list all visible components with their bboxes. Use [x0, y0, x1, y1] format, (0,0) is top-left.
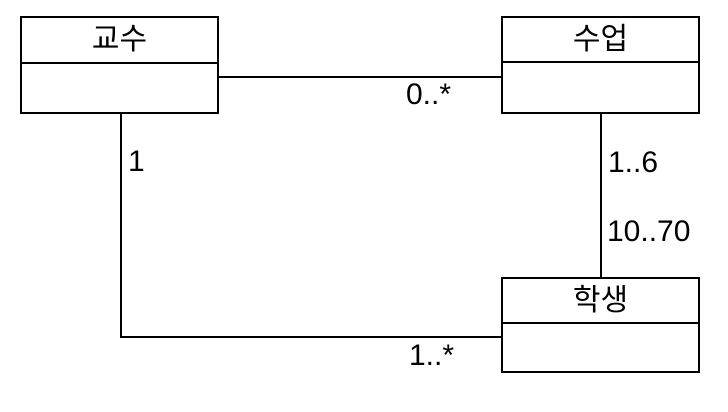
class-box-class: 수업: [501, 16, 700, 114]
multiplicity-label-class-student-upper: 1..6: [608, 146, 659, 179]
class-box-student: 학생: [501, 277, 700, 373]
association-line-professor-student-vertical: [120, 114, 122, 338]
association-line-professor-student-horizontal: [120, 336, 501, 338]
class-box-professor: 교수: [20, 16, 219, 114]
multiplicity-label-professor-class: 0..*: [406, 78, 452, 111]
class-attributes-class: [503, 63, 698, 112]
class-name-student: 학생: [503, 279, 698, 324]
multiplicity-label-professor-end: 1: [128, 145, 145, 178]
association-line-professor-class: [219, 76, 501, 78]
association-line-class-student: [600, 114, 602, 277]
class-attributes-professor: [22, 64, 217, 112]
multiplicity-label-class-student-lower: 10..70: [607, 215, 691, 248]
class-attributes-student: [503, 324, 698, 371]
multiplicity-label-student-end: 1..*: [409, 339, 455, 372]
class-name-class: 수업: [503, 18, 698, 63]
class-name-professor: 교수: [22, 18, 217, 64]
